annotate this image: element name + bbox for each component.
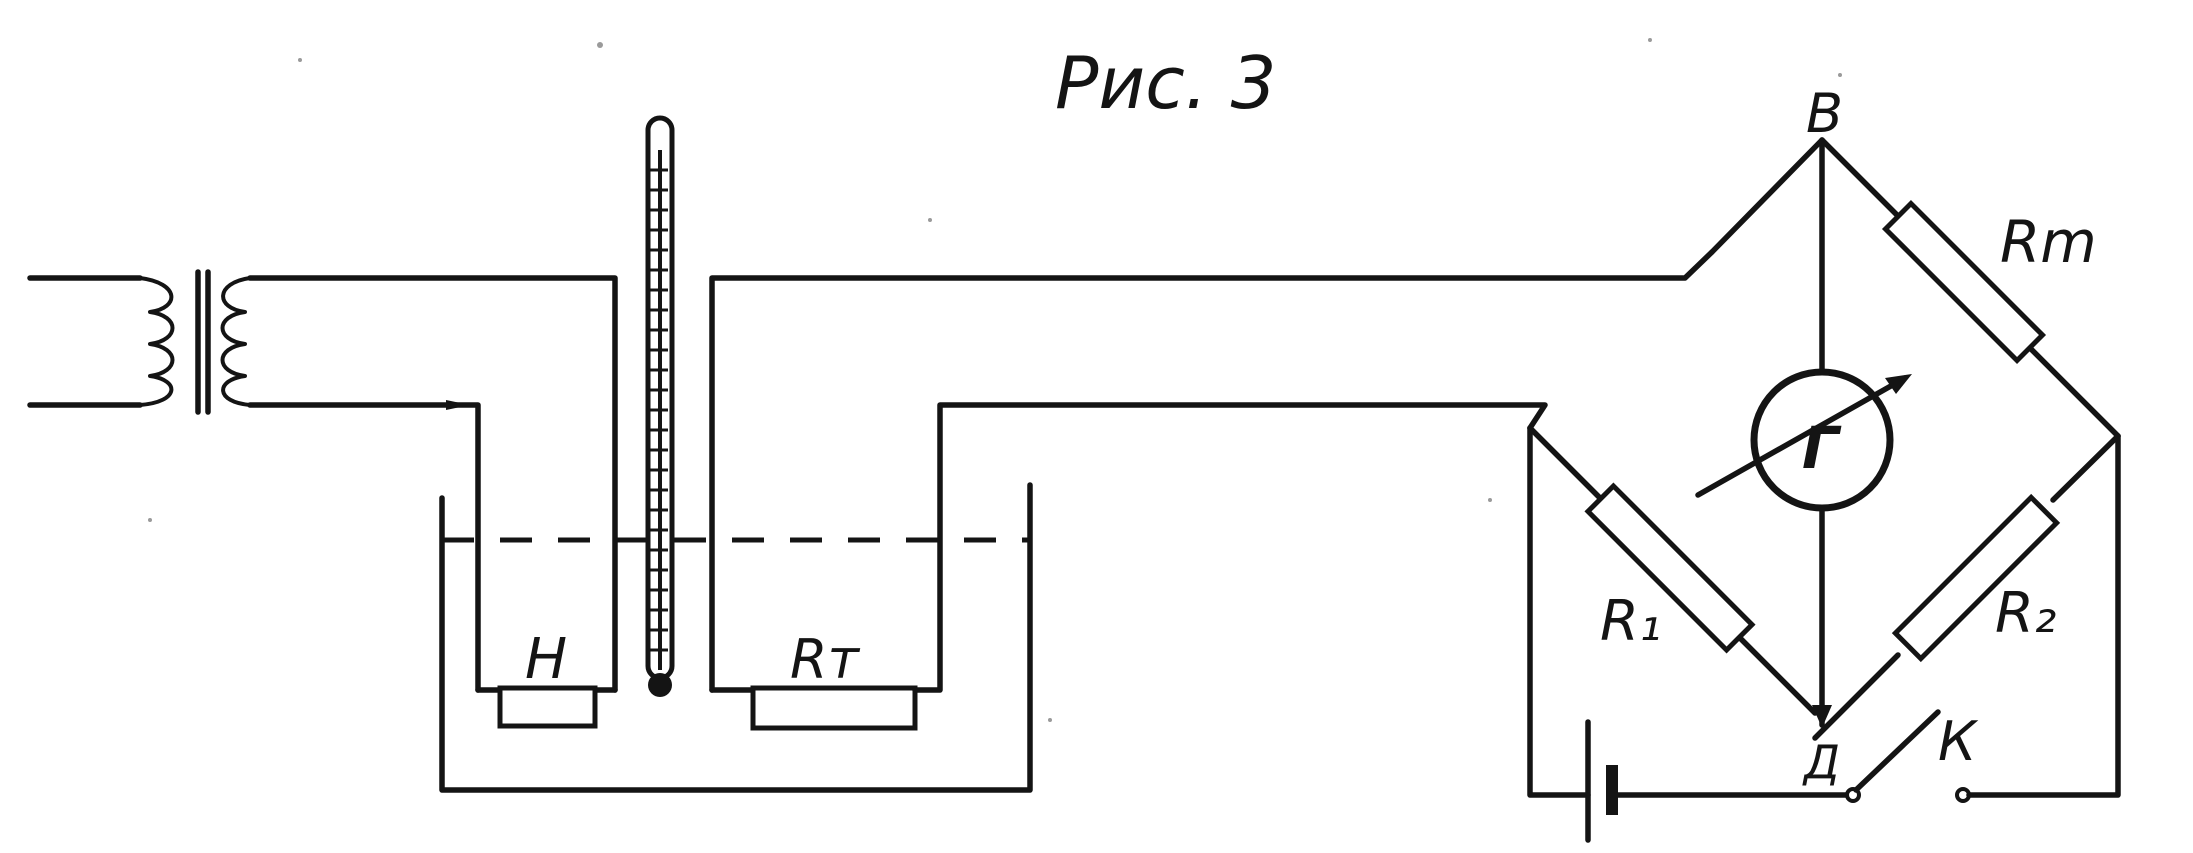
switch-blade <box>1853 709 1941 793</box>
r1-label: R₁ <box>1600 589 1661 654</box>
paper-specks <box>148 38 1842 722</box>
node-top-label: В <box>1806 82 1843 145</box>
galvanometer-label: Г <box>1802 414 1842 482</box>
figure-caption: Рис. 3 <box>1055 41 1276 125</box>
liquid-bath <box>439 482 1033 793</box>
sensor-resistor: Rт <box>709 249 1715 731</box>
heater: H <box>475 627 618 729</box>
bridge: Г В Д Rm R₁ R₂ К <box>1527 82 2121 843</box>
thermometer <box>645 115 675 697</box>
heater-label: H <box>525 627 567 692</box>
rm-label: Rm <box>2000 208 2097 276</box>
resistor-r1 <box>1584 482 1756 654</box>
sensor-label: Rт <box>790 628 861 691</box>
r2-label: R₂ <box>1995 581 2056 646</box>
switch-label: К <box>1938 710 1979 773</box>
resistor-r2 <box>1891 493 2061 663</box>
resistor-rm <box>1881 199 2047 365</box>
transformer <box>27 269 618 693</box>
node-bottom-label: Д <box>1802 735 1840 789</box>
